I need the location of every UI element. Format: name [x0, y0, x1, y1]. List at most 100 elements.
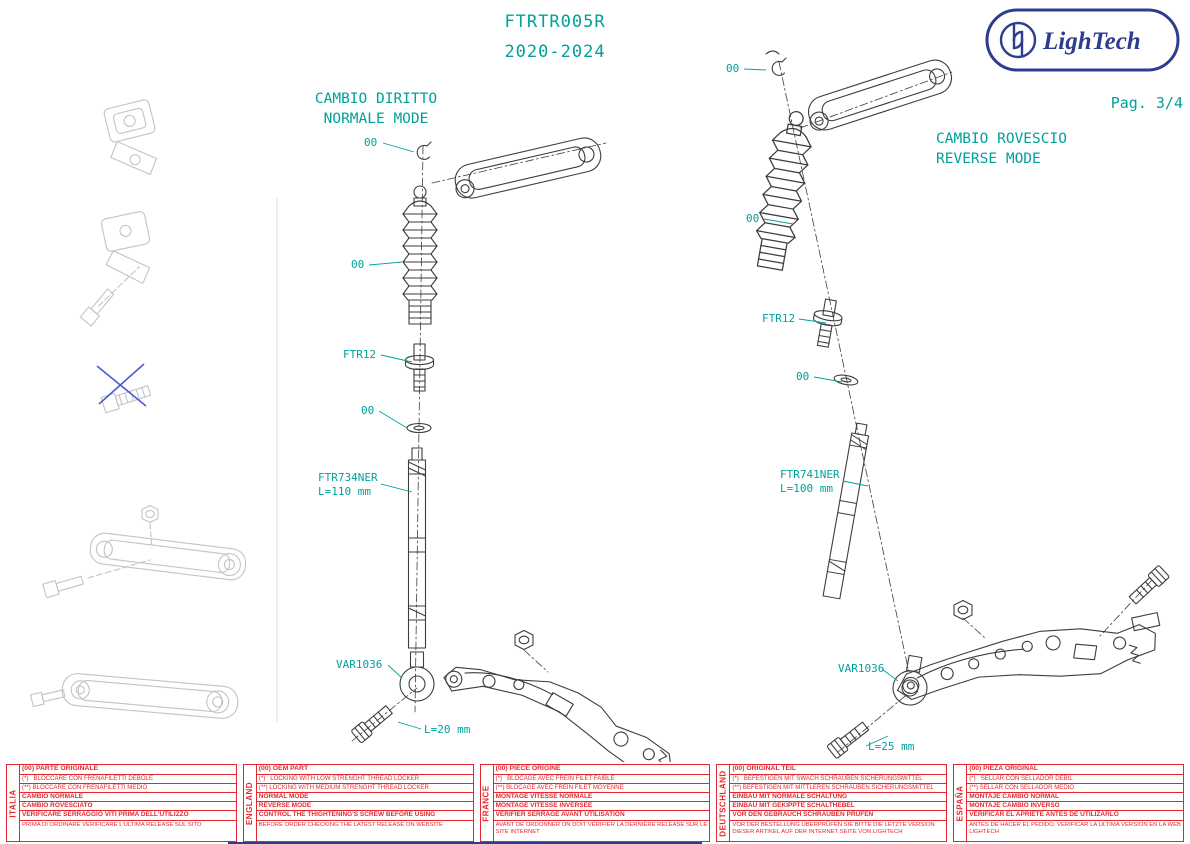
legend-row: (00) PARTE ORIGINALE: [20, 765, 236, 775]
sheet-frame-line: [228, 842, 702, 844]
label-rod-code-reverse: FTR741NER: [780, 468, 840, 481]
country-label-italia: ITALIA: [7, 765, 20, 841]
legend-row: VOR DEN GEBRAUCH SCHRAUBEN PRÜFEN: [730, 811, 947, 821]
legend-row: CAMBIO NORMALE: [20, 793, 236, 802]
legend-row: (**) LOCKING WITH MEDIUM STRENGHT THREAD…: [256, 784, 473, 793]
label-spacer-reverse: FTR12: [762, 312, 796, 325]
legend-row: MONTAJE CAMBIO NORMAL: [967, 793, 1183, 802]
legend-table-france: FRANCE (00) PIECE ORIGINE (*) BLOCAGE AV…: [479, 764, 711, 842]
label-clip-normal: 00: [364, 136, 378, 149]
legend-table-italia: ITALIA (00) PARTE ORIGINALE (*) BLOCCARE…: [6, 764, 237, 842]
label-boot-reverse: 00: [746, 212, 760, 225]
label-washer-reverse: 00: [796, 370, 810, 383]
legend-row: VOR DER BESTELLUNG ÜBERPRÜFEN SIE BITTE …: [732, 822, 935, 835]
document-code: FTRTR005R: [504, 12, 606, 32]
legend-row: (*) BLOCAGE AVEC FREIN FILET FAIBLE: [493, 775, 710, 784]
legend-row: (**) BLOCAGE AVEC FREIN FILET MOYENNE: [493, 784, 710, 793]
legend-row: ANTES DE HACER EL PEDIDO, VERIFICAR LA U…: [969, 822, 1181, 835]
exploded-diagram: [30, 50, 1171, 762]
page-number: Pag. 3/4: [1110, 94, 1183, 112]
logo-text: LighTech: [1042, 28, 1141, 55]
bolt-reverse: [826, 719, 872, 760]
legend-row: (**) SELLAR CON SELLADOR MEDIO: [967, 784, 1183, 793]
label-rod-length-normal: L=110 mm: [318, 485, 371, 498]
washer-reverse: [832, 372, 860, 388]
step-2-bracket-bolt: [79, 211, 151, 327]
label-rod-end-reverse: VAR1036: [838, 662, 885, 675]
lightech-logo: LighTech: [985, 8, 1180, 76]
rejected-cross-icon: [96, 363, 147, 407]
legend-row: (*) BLOCCARE CON FRENAFILETTI DEBOLE: [20, 775, 236, 784]
label-spacer-normal: FTR12: [343, 348, 377, 361]
document-years: 2020-2024: [504, 42, 606, 62]
country-label-espana: ESPAÑA: [954, 765, 968, 841]
shift-lever-normal: [450, 134, 605, 202]
country-label-england: ENGLAND: [244, 765, 257, 841]
legend-row: (**) BLOCCARE CON FRENAFILETTI MEDIO: [20, 784, 236, 793]
normal-center-lines: [351, 142, 607, 742]
legend-row: (00) OEM PART: [256, 765, 473, 775]
reverse-mode-assembly: [749, 50, 1171, 760]
normal-mode-assembly: [350, 134, 672, 762]
shift-lever-reverse: [802, 55, 957, 135]
legend-row: (**) BEFESTIGEN MIT MITTLEREN SCHRAUBEN …: [730, 784, 947, 793]
spacer-ftr12-reverse: [808, 297, 846, 350]
legend-row: EINBAU MIT GEKIPPTE SCHALTHEBEL: [730, 802, 947, 811]
logo-mark: [999, 21, 1037, 59]
reverse-mode-title: CAMBIO ROVESCIO REVERSE MODE: [936, 129, 1106, 169]
legend-row: PRIMA DI ORDINARE VERIFICARE L'ULTIMA RE…: [22, 822, 202, 828]
reverse-mode-title-line2: REVERSE MODE: [936, 151, 1041, 167]
legend-row: (00) PIECE ORIGINE: [493, 765, 710, 775]
normal-mode-title: CAMBIO DIRITTO NORMALE MODE: [300, 89, 452, 129]
legend-row: AVANT DE ORDONNER ON DOIT VÉRIFIER LA DE…: [495, 822, 708, 835]
legend-row: (*) BEFESTIGEN MIT SWACH SCHRAUBEN SICHE…: [730, 775, 947, 784]
rod-end-var1036-normal: [399, 651, 435, 702]
legend-row: REVERSE MODE: [256, 802, 473, 811]
clip-part-reverse: [765, 50, 787, 76]
assembly-steps-faded: [30, 99, 247, 719]
nut-normal: [514, 629, 534, 651]
reverse-mode-title-line1: CAMBIO ROVESCIO: [936, 131, 1067, 147]
label-boot-normal: 00: [351, 258, 365, 271]
logo-border: [985, 8, 1180, 72]
bolt-normal: [350, 702, 395, 744]
normal-mode-title-line2: NORMALE MODE: [323, 111, 429, 127]
normal-mode-title-line1: CAMBIO DIRITTO: [314, 91, 438, 107]
legend-row: (*) SELLAR CON SELLADOR DEBIL: [967, 775, 1183, 784]
label-rod-length-reverse: L=100 mm: [780, 482, 833, 495]
shift-bracket-reverse: [896, 612, 1161, 701]
country-label-deutschland: DEUTSCHLAND: [717, 765, 731, 841]
legend-row: CONTROL THE THIGHTENING'S SCREW BEFORE U…: [256, 811, 473, 821]
legend-row: (00) ORIGINAL TEIL: [730, 765, 947, 775]
label-rod-code-normal: FTR734NER: [318, 471, 378, 484]
legend-row: BEFORE ORDER CHECKING THE LATEST RELEASE…: [258, 822, 443, 828]
legend-row: (00) PIEZA ORIGINAL: [967, 765, 1183, 775]
legend-row: VERIFICAR EL APRIETE ANTES DE UTILIZARLO: [967, 811, 1183, 821]
legend-row: MONTAGE VITESSE NORMALE: [493, 793, 710, 802]
shift-bracket-normal: [443, 666, 672, 762]
step-3-bolt: [100, 385, 152, 414]
boot-reverse: [749, 107, 818, 273]
legend-row: NORMAL MODE: [256, 793, 473, 802]
legend-tables: ITALIA (00) PARTE ORIGINALE (*) BLOCCARE…: [6, 764, 1184, 842]
label-washer-normal: 00: [361, 404, 375, 417]
clip-part-normal: [416, 141, 432, 160]
boot-normal: [402, 185, 438, 325]
legend-row: MONTAGE VITESSE INVERSEE: [493, 802, 710, 811]
legend-table-espana: ESPAÑA (00) PIEZA ORIGINAL (*) SELLAR CO…: [953, 764, 1184, 842]
legend-row: CAMBIO ROVESCIATO: [20, 802, 236, 811]
legend-table-england: ENGLAND (00) OEM PART (*) LOCKING WITH L…: [242, 764, 474, 842]
legend-row: EINBAU MIT NORMALE SCHALTUNG: [730, 793, 947, 802]
legend-row: (*) LOCKING WITH LOW STRENGHT THREAD LOC…: [256, 775, 473, 784]
leader-lines: [368, 68, 899, 747]
legend-row: MONTAJE CAMBIO INVERSO: [967, 802, 1183, 811]
nut-reverse: [953, 599, 973, 621]
label-clip-reverse: 00: [726, 62, 740, 75]
label-bolt-length-reverse: L=25 mm: [868, 740, 915, 753]
legend-table-deutschland: DEUTSCHLAND (00) ORIGINAL TEIL (*) BEFES…: [716, 764, 948, 842]
label-rod-end-normal: VAR1036: [336, 658, 383, 671]
step-4-lever: [42, 504, 247, 599]
step-5-lever: [30, 673, 239, 719]
country-label-france: FRANCE: [481, 765, 494, 841]
